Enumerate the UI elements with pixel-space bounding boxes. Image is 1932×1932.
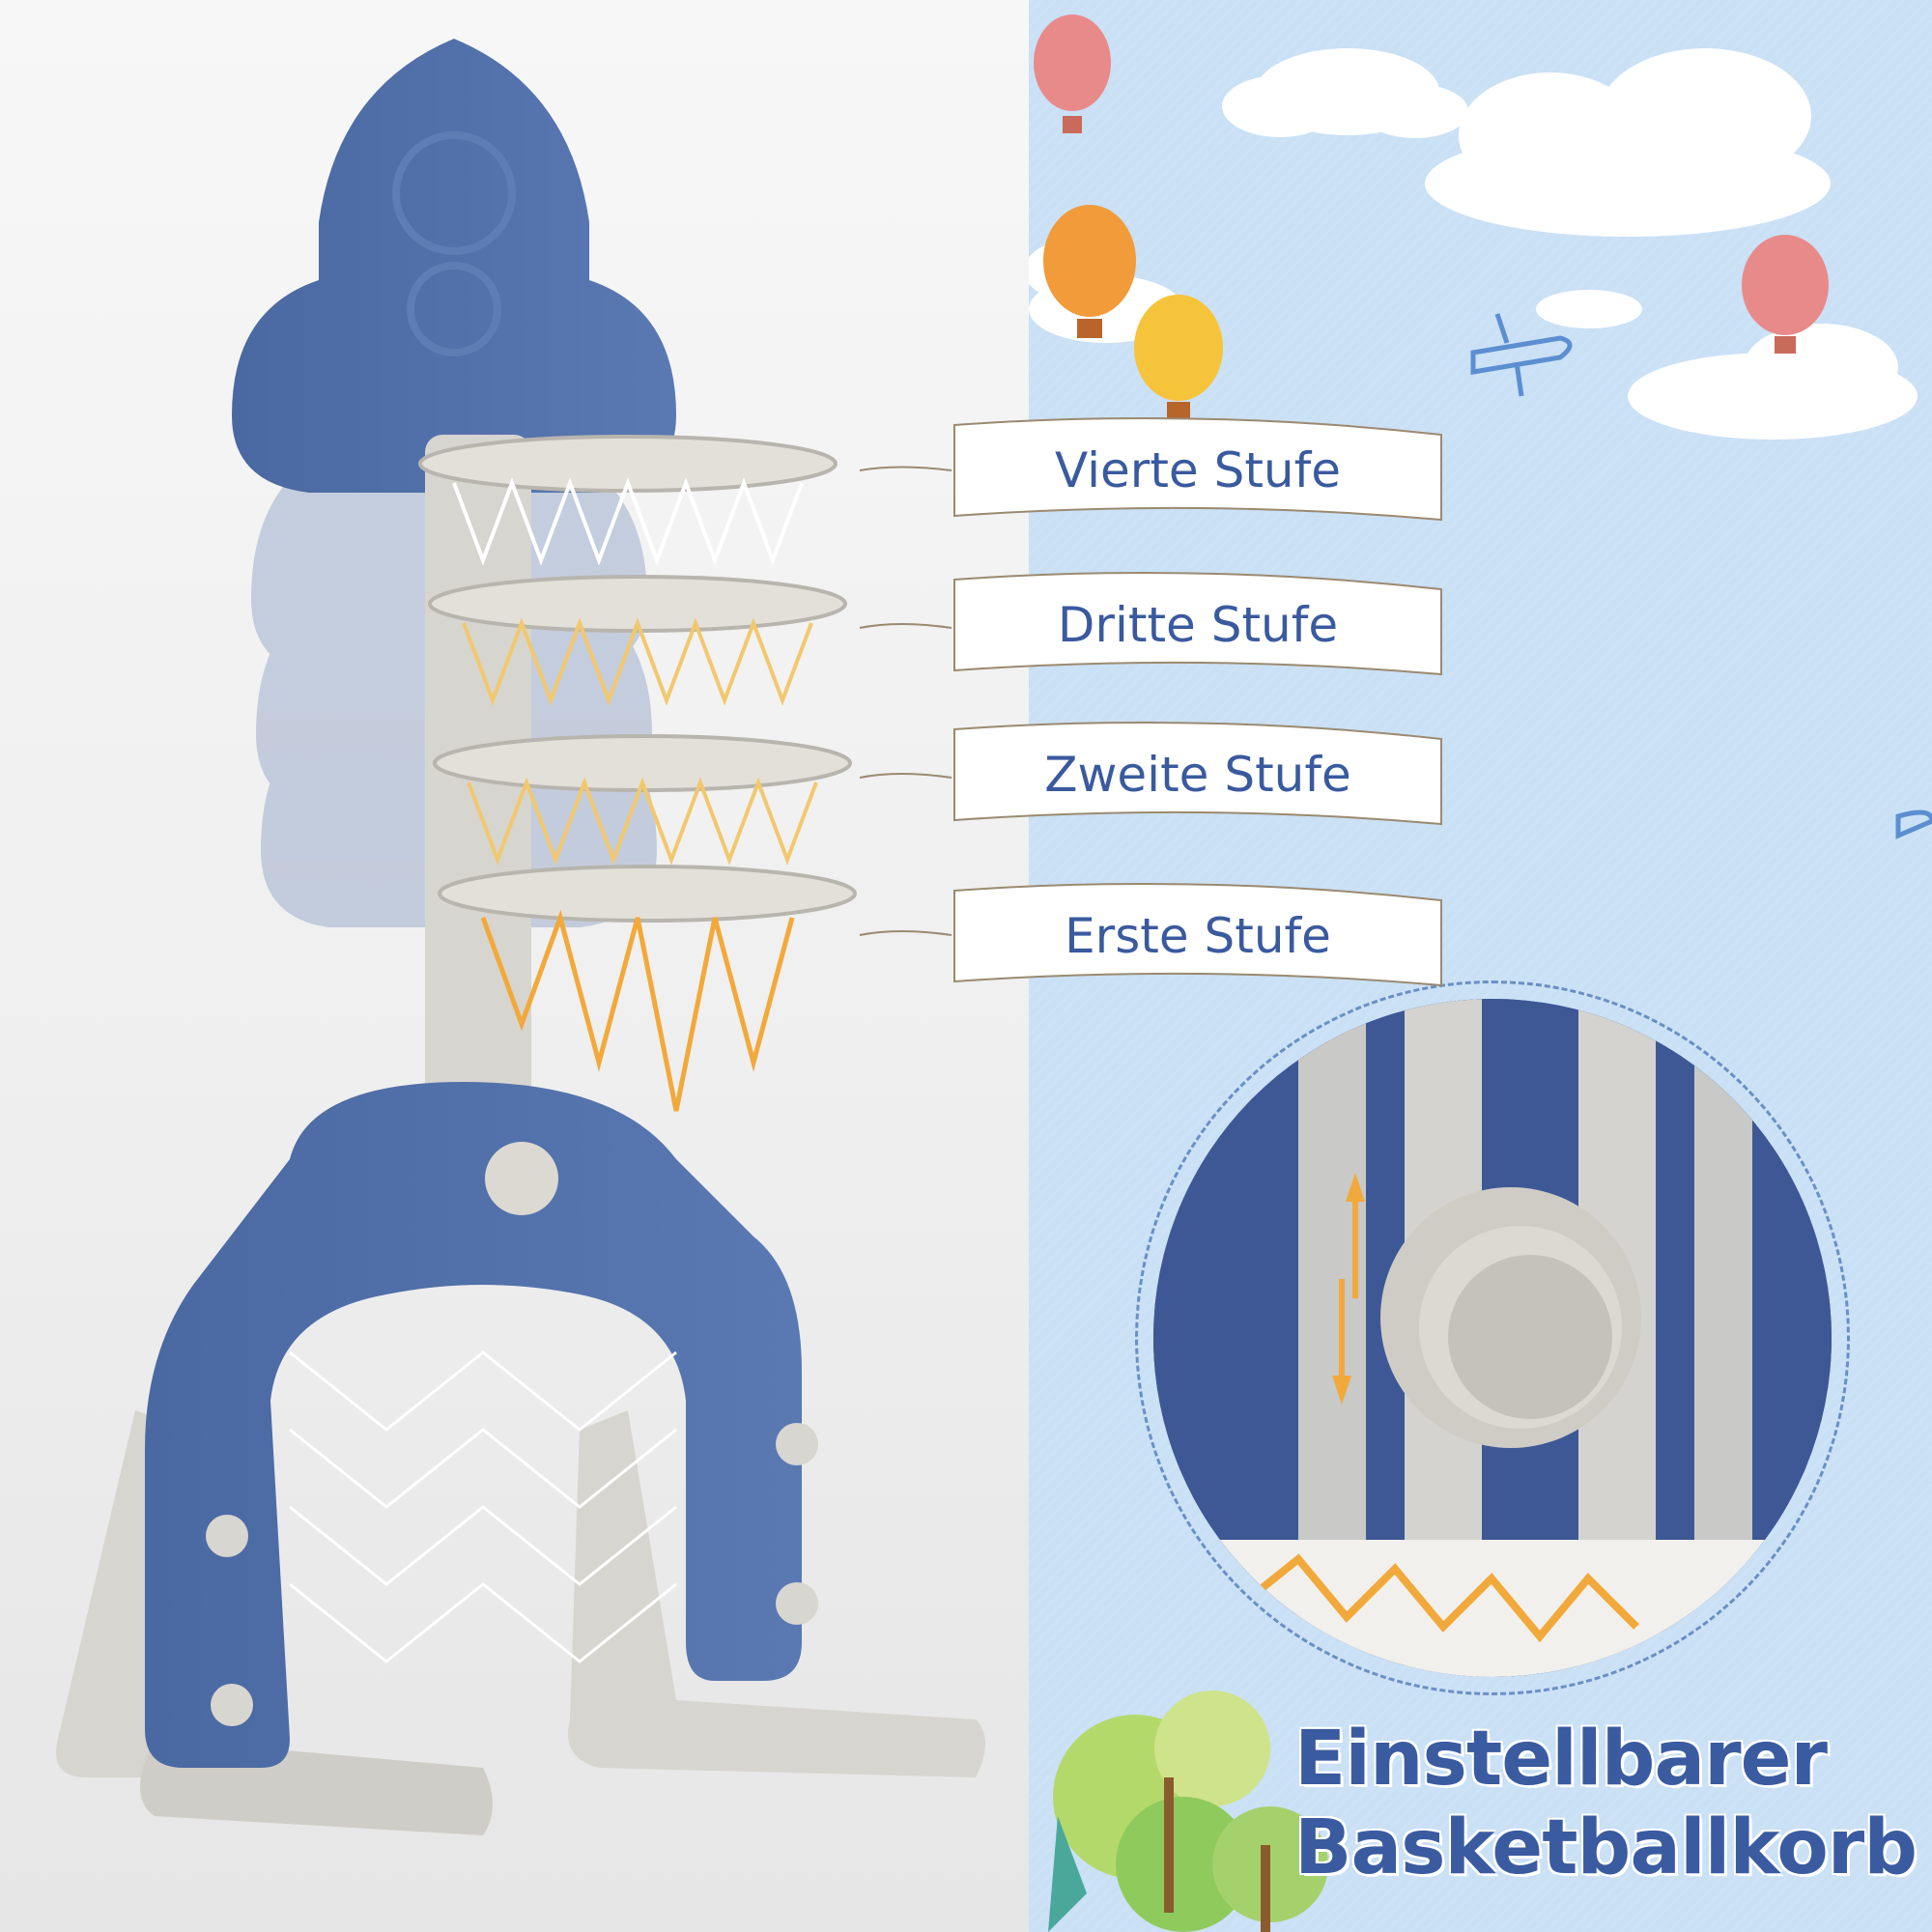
goal-arch bbox=[145, 1082, 802, 1768]
trees bbox=[1048, 1690, 1328, 1932]
clouds bbox=[1024, 48, 1918, 440]
detail-zoom-circle bbox=[1135, 980, 1850, 1695]
level-label-2: Zweite Stufe bbox=[947, 718, 1449, 832]
balloons bbox=[1034, 14, 1829, 419]
knob-closeup-illustration bbox=[1153, 999, 1832, 1677]
sky-decorations bbox=[1024, 14, 1932, 1932]
product-photo bbox=[0, 0, 1029, 1932]
banner-shape bbox=[953, 416, 1442, 522]
level-label-text: Erste Stufe bbox=[1065, 908, 1331, 964]
headline-line-1: Einstellbarer bbox=[1294, 1716, 1828, 1803]
airplanes bbox=[1470, 313, 1932, 839]
hoops bbox=[418, 435, 857, 1112]
headline: Einstellbarer Basketballkorb bbox=[1294, 1715, 1918, 1892]
base-right bbox=[568, 1410, 985, 1777]
level-label-text: Vierte Stufe bbox=[1055, 442, 1341, 498]
goal-net bbox=[289, 1350, 677, 1663]
adjust-arrows-icon bbox=[1332, 1173, 1365, 1405]
level-label-3: Dritte Stufe bbox=[947, 568, 1449, 682]
leader-lines bbox=[859, 466, 952, 936]
basketball-stand-illustration bbox=[56, 39, 985, 1835]
banner-shape bbox=[953, 882, 1442, 987]
headline-line-2: Basketballkorb bbox=[1294, 1804, 1918, 1891]
banner-shape bbox=[953, 721, 1442, 826]
level-label-text: Dritte Stufe bbox=[1057, 597, 1339, 653]
knob-icon bbox=[1380, 1187, 1641, 1448]
knob-closeup bbox=[1153, 999, 1832, 1677]
level-label-4: Vierte Stufe bbox=[947, 413, 1449, 527]
level-label-1: Erste Stufe bbox=[947, 879, 1449, 993]
banner-shape bbox=[953, 571, 1442, 676]
level-label-text: Zweite Stufe bbox=[1044, 747, 1351, 803]
